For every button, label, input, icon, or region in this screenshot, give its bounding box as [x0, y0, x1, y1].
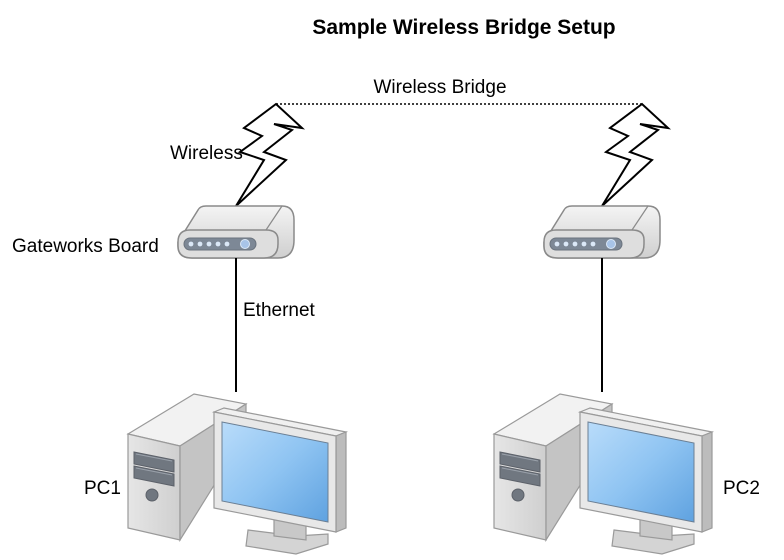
- diagram-title: Sample Wireless Bridge Setup: [312, 16, 615, 39]
- desktop-computer-icon: [493, 393, 713, 555]
- ethernet-label: Ethernet: [243, 300, 316, 321]
- router-icon: [177, 205, 295, 259]
- pc1-label: PC1: [84, 478, 121, 499]
- wireless-bridge-label: Wireless Bridge: [373, 77, 506, 98]
- router-icon: [543, 205, 661, 259]
- wireless-label: Wireless: [170, 143, 243, 164]
- lightning-bolt-icon: [601, 102, 672, 207]
- pc2-label: PC2: [723, 478, 760, 499]
- desktop-computer-icon: [127, 393, 347, 555]
- lightning-bolt-icon: [235, 102, 306, 207]
- gateworks-board-label: Gateworks Board: [12, 236, 159, 257]
